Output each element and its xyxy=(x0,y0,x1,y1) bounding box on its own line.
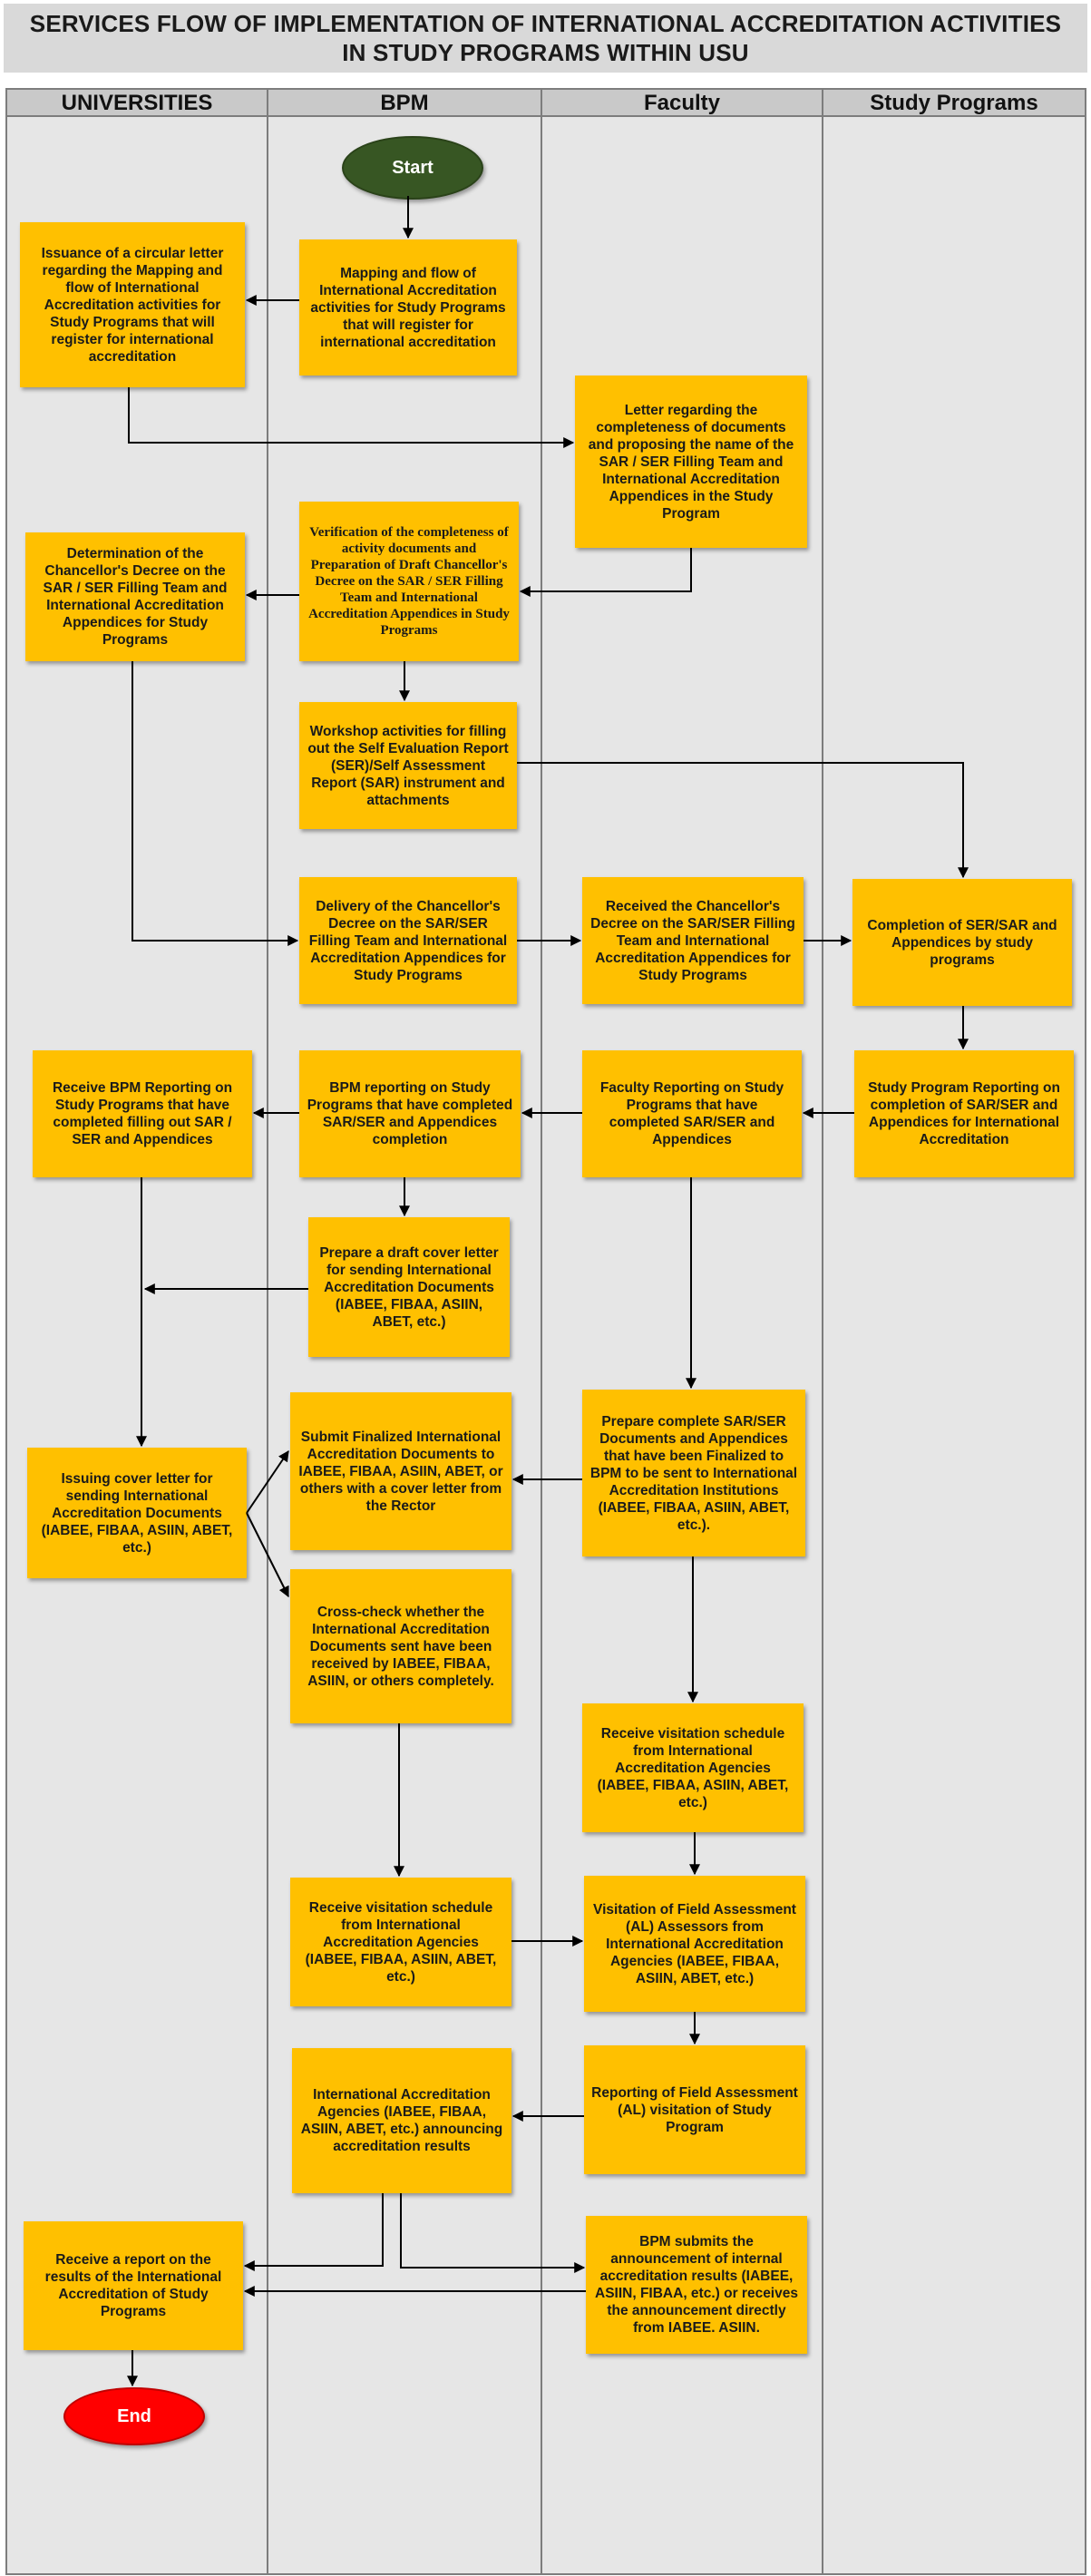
step-text: Delivery of the Chancellor's Decree on t… xyxy=(308,898,508,983)
step-fac-report-visit: Reporting of Field Assessment (AL) visit… xyxy=(584,2045,805,2174)
step-bpm-workshop: Workshop activities for filling out the … xyxy=(299,702,517,829)
step-text: Determination of the Chancellor's Decree… xyxy=(43,546,228,648)
step-fac-schedule: Receive visitation schedule from Interna… xyxy=(582,1703,804,1832)
step-text: Receive visitation schedule from Interna… xyxy=(305,1899,497,1985)
step-text: Receive BPM Reporting on Study Programs … xyxy=(52,1080,233,1147)
step-text: BPM submits the announcement of internal… xyxy=(595,2234,798,2336)
step-text: Visitation of Field Assessment (AL) Asse… xyxy=(593,1901,796,1986)
step-text: Issuance of a circular letter regarding … xyxy=(41,245,224,365)
step-text: Prepare a draft cover letter for sending… xyxy=(319,1244,499,1330)
lane-header-study-programs: Study Programs xyxy=(823,90,1085,117)
diagram-title: SERVICES FLOW OF IMPLEMENTATION OF INTER… xyxy=(4,4,1087,73)
step-uni-receive-report: Receive a report on the results of the I… xyxy=(24,2221,243,2350)
step-text: Issuing cover letter for sending Interna… xyxy=(41,1470,233,1556)
step-sp-completion: Completion of SER/SAR and Appendices by … xyxy=(852,879,1072,1006)
lane-divider xyxy=(822,88,823,2575)
step-fac-letter: Letter regarding the completeness of doc… xyxy=(575,376,807,548)
step-text: Letter regarding the completeness of doc… xyxy=(588,402,794,522)
lane-header-bpm: BPM xyxy=(268,90,541,117)
step-bpm-verification: Verification of the completeness of acti… xyxy=(299,502,519,661)
step-text: Received the Chancellor's Decree on the … xyxy=(590,898,795,983)
step-text: International Accreditation Agencies (IA… xyxy=(300,2087,503,2154)
step-text: Submit Finalized International Accredita… xyxy=(298,1429,503,1514)
step-text: Mapping and flow of International Accred… xyxy=(310,265,506,350)
step-text: Faculty Reporting on Study Programs that… xyxy=(599,1080,784,1147)
lane-header-universities: UNIVERSITIES xyxy=(7,90,267,117)
step-fac-prepare: Prepare complete SAR/SER Documents and A… xyxy=(582,1390,805,1556)
lane-divider xyxy=(267,88,268,2575)
title-line-2: IN STUDY PROGRAMS WITHIN USU xyxy=(342,39,749,66)
step-bpm-crosscheck: Cross-check whether the International Ac… xyxy=(290,1569,511,1723)
step-uni-circular: Issuance of a circular letter regarding … xyxy=(20,222,245,387)
step-bpm-draft-cover: Prepare a draft cover letter for sending… xyxy=(308,1217,510,1357)
end-label: End xyxy=(117,2405,151,2426)
step-bpm-mapping: Mapping and flow of International Accred… xyxy=(299,239,517,376)
start-terminal: Start xyxy=(342,136,483,200)
lane-header-faculty: Faculty xyxy=(542,90,822,117)
swimlane-frame xyxy=(5,88,1086,2575)
start-label: Start xyxy=(392,157,433,178)
step-bpm-delivery: Delivery of the Chancellor's Decree on t… xyxy=(299,877,517,1004)
step-text: Completion of SER/SAR and Appendices by … xyxy=(867,917,1057,968)
step-text: Workshop activities for filling out the … xyxy=(307,723,509,808)
step-text: Study Program Reporting on completion of… xyxy=(868,1080,1060,1147)
step-text: Receive a report on the results of the I… xyxy=(44,2252,222,2319)
title-line-1: SERVICES FLOW OF IMPLEMENTATION OF INTER… xyxy=(29,10,1062,37)
step-fac-reporting: Faculty Reporting on Study Programs that… xyxy=(582,1050,802,1177)
step-text: Prepare complete SAR/SER Documents and A… xyxy=(589,1413,798,1533)
step-uni-cover: Issuing cover letter for sending Interna… xyxy=(27,1448,247,1578)
step-uni-determination: Determination of the Chancellor's Decree… xyxy=(25,532,245,661)
step-text: Verification of the completeness of acti… xyxy=(308,525,510,638)
step-text: Receive visitation schedule from Interna… xyxy=(597,1725,789,1810)
step-bpm-submit: Submit Finalized International Accredita… xyxy=(290,1392,511,1550)
step-uni-receive-bpm: Receive BPM Reporting on Study Programs … xyxy=(33,1050,252,1177)
step-fac-bpm-submits: BPM submits the announcement of internal… xyxy=(586,2216,807,2354)
step-bpm-announce: International Accreditation Agencies (IA… xyxy=(292,2048,511,2193)
step-text: Cross-check whether the International Ac… xyxy=(307,1604,494,1689)
step-sp-reporting: Study Program Reporting on completion of… xyxy=(854,1050,1074,1177)
step-text: Reporting of Field Assessment (AL) visit… xyxy=(591,2084,798,2135)
step-fac-received: Received the Chancellor's Decree on the … xyxy=(582,877,804,1004)
lane-divider xyxy=(541,88,542,2575)
step-bpm-reporting: BPM reporting on Study Programs that hav… xyxy=(299,1050,521,1177)
step-bpm-schedule: Receive visitation schedule from Interna… xyxy=(290,1878,511,2006)
step-text: BPM reporting on Study Programs that hav… xyxy=(307,1080,513,1147)
step-fac-visitation: Visitation of Field Assessment (AL) Asse… xyxy=(584,1876,805,2012)
end-terminal: End xyxy=(63,2387,205,2445)
